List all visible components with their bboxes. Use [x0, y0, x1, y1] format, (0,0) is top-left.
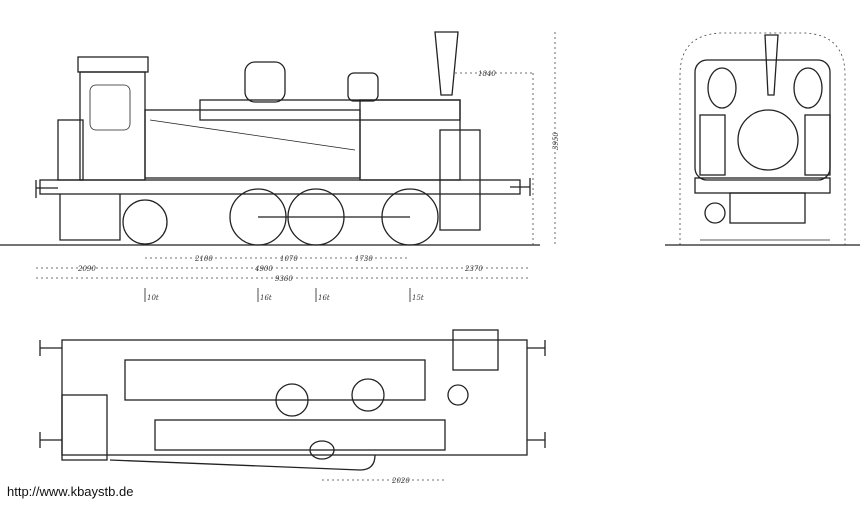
- axle-mark: 15t: [412, 294, 424, 302]
- smokebox: [359, 99, 461, 181]
- axle-mark: 16t: [260, 294, 272, 302]
- cab-roof: [77, 56, 149, 73]
- plan-view: 2020: [39, 329, 546, 485]
- cab-front: [694, 59, 831, 181]
- dim-plan-width: 2020: [391, 477, 410, 485]
- dim-rear-overhang: 2090: [77, 265, 96, 273]
- side-elevation: 2100 1070 1730 2090 4900 2370 9360 1840 …: [0, 31, 560, 302]
- sand-dome: [347, 72, 379, 102]
- source-url: http://www.kbaystb.de: [7, 484, 134, 499]
- spectacle-window-left: [707, 67, 737, 109]
- dim-overall-length: 9360: [275, 275, 293, 283]
- wheel-trailing: [122, 199, 168, 245]
- dim-wheelbase-3: 1730: [355, 255, 373, 263]
- bunker-plan: [61, 394, 108, 461]
- frame: [39, 179, 521, 195]
- cylinder-plan: [452, 329, 499, 371]
- dim-wheelbase-1: 2100: [194, 255, 213, 263]
- reach-rod: [149, 119, 356, 151]
- steam-dome: [244, 61, 286, 103]
- rear-step: [59, 194, 121, 241]
- dim-chimney-offset: 1840: [478, 70, 496, 78]
- cab-window: [89, 84, 131, 131]
- dim-front-overhang: 2370: [464, 265, 483, 273]
- spectacle-window-right: [793, 67, 823, 109]
- axle-mark: 16t: [318, 294, 330, 302]
- front-elevation: [665, 32, 860, 246]
- chimney-front: [764, 34, 779, 96]
- dim-wheelbase-2: 1070: [280, 255, 298, 263]
- axle-mark: 10t: [147, 294, 159, 302]
- rear-bunker: [57, 119, 84, 181]
- dim-total-wheelbase: 4900: [254, 265, 273, 273]
- cab: [79, 71, 146, 181]
- smokebox-door: [737, 109, 799, 171]
- frame-plan: [61, 339, 528, 456]
- chimney: [434, 31, 459, 96]
- dim-overall-height: 3950: [552, 132, 560, 150]
